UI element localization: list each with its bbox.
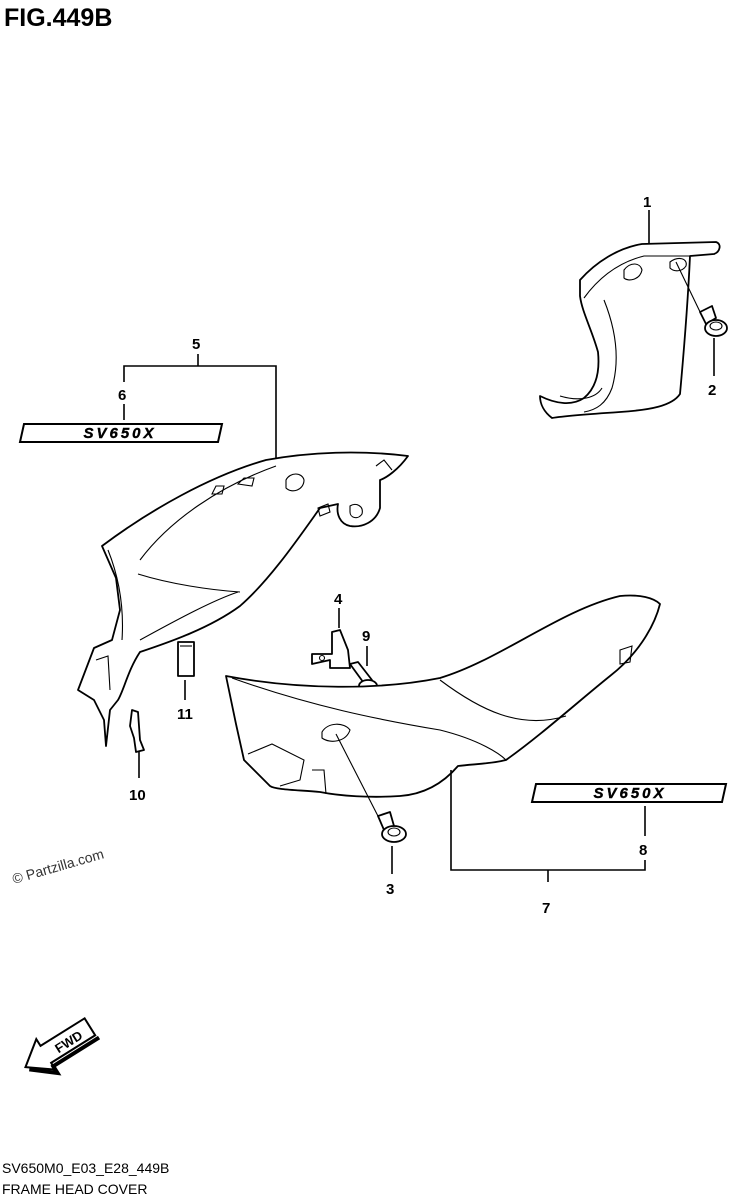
callout-9[interactable]: 9 bbox=[362, 628, 370, 645]
callout-10[interactable]: 10 bbox=[129, 787, 146, 804]
callout-6[interactable]: 6 bbox=[118, 387, 126, 404]
part-7-lower-cover[interactable] bbox=[225, 594, 661, 798]
part-4-bracket[interactable] bbox=[311, 629, 351, 669]
watermark: © Partzilla.com bbox=[10, 845, 105, 886]
callout-5[interactable]: 5 bbox=[192, 336, 200, 353]
callout-11[interactable]: 11 bbox=[177, 706, 193, 723]
callout-8[interactable]: 8 bbox=[639, 842, 647, 859]
figure-caption: FRAME HEAD COVER bbox=[2, 1181, 147, 1197]
figure-code: SV650M0_E03_E28_449B bbox=[2, 1160, 169, 1176]
part-5-frame-cover[interactable] bbox=[77, 451, 409, 747]
figure-title: FIG.449B bbox=[4, 4, 112, 32]
callout-3[interactable]: 3 bbox=[386, 881, 394, 898]
part-10-clip[interactable] bbox=[129, 709, 145, 753]
callout-4[interactable]: 4 bbox=[334, 591, 343, 608]
callout-1[interactable]: 1 bbox=[643, 194, 651, 211]
part-2-screw[interactable] bbox=[675, 261, 728, 337]
part-3-screw[interactable] bbox=[335, 733, 407, 843]
emblem-upper-text: SV650X bbox=[83, 425, 156, 442]
emblem-upper[interactable]: SV650X bbox=[18, 423, 224, 443]
emblem-lower[interactable]: SV650X bbox=[530, 783, 728, 803]
callout-2[interactable]: 2 bbox=[708, 382, 716, 399]
callout-7[interactable]: 7 bbox=[542, 900, 550, 917]
fwd-arrow-icon: FWD bbox=[24, 1016, 101, 1076]
part-1-cover[interactable] bbox=[539, 241, 721, 419]
part-11-pad[interactable] bbox=[177, 641, 195, 677]
leader-5-bracket bbox=[123, 365, 277, 458]
emblem-lower-text: SV650X bbox=[593, 785, 666, 802]
